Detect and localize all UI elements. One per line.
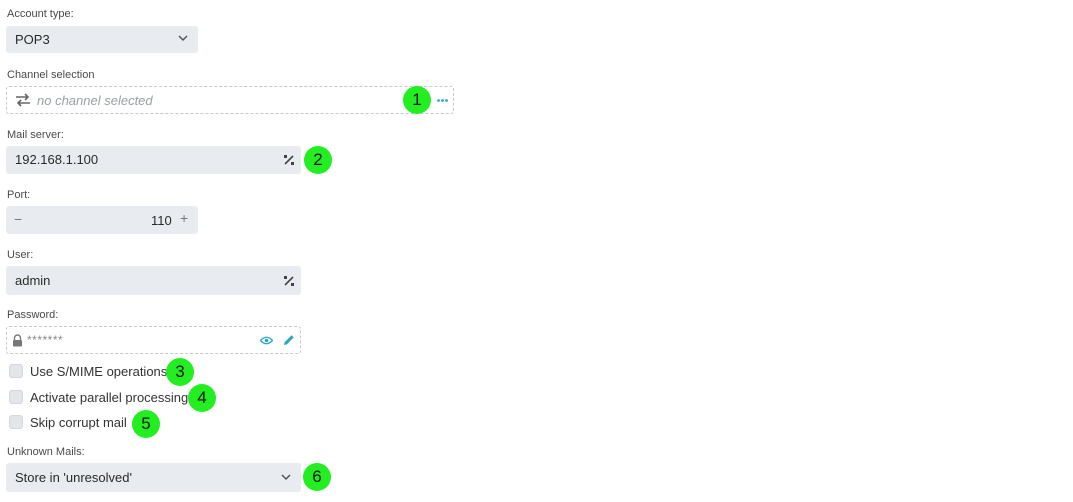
marker-2: 2 bbox=[304, 146, 332, 174]
percent-variable-icon[interactable] bbox=[283, 154, 295, 166]
marker-1: 1 bbox=[403, 86, 431, 114]
chevron-down-icon bbox=[178, 35, 188, 42]
password-field[interactable]: ******* bbox=[6, 326, 301, 354]
channel-placeholder: no channel selected bbox=[37, 93, 153, 108]
port-decrement-button[interactable]: − bbox=[14, 211, 23, 227]
port-increment-button[interactable]: + bbox=[180, 210, 189, 226]
percent-variable-icon[interactable] bbox=[283, 275, 295, 287]
unknown-mails-select[interactable]: Store in 'unresolved' bbox=[6, 463, 301, 492]
account-type-select[interactable]: POP3 bbox=[6, 26, 198, 53]
skip-corrupt-mail-checkbox[interactable] bbox=[9, 415, 23, 429]
smime-checkbox[interactable] bbox=[9, 364, 23, 378]
account-type-value: POP3 bbox=[15, 32, 50, 47]
pencil-icon[interactable] bbox=[283, 334, 295, 346]
mail-server-label: Mail server: bbox=[7, 129, 64, 141]
user-input[interactable]: admin bbox=[6, 266, 301, 295]
swap-arrows-icon bbox=[15, 93, 31, 107]
port-value: 110 bbox=[151, 213, 172, 228]
unknown-mails-label: Unknown Mails: bbox=[7, 446, 85, 458]
marker-3: 3 bbox=[166, 358, 194, 386]
lock-icon bbox=[12, 334, 23, 347]
channel-selection-label: Channel selection bbox=[7, 69, 95, 81]
skip-corrupt-mail-checkbox-label: Skip corrupt mail bbox=[30, 415, 127, 430]
marker-6: 6 bbox=[303, 463, 331, 491]
channel-selection-field[interactable]: no channel selected bbox=[6, 86, 454, 114]
parallel-processing-checkbox-label: Activate parallel processing bbox=[30, 390, 189, 405]
eye-icon[interactable] bbox=[260, 336, 273, 345]
port-stepper[interactable]: − 110 + bbox=[6, 206, 198, 234]
chevron-down-icon bbox=[281, 474, 291, 481]
user-label: User: bbox=[7, 249, 34, 261]
password-label: Password: bbox=[7, 309, 59, 321]
password-value: ******* bbox=[27, 333, 64, 347]
parallel-processing-checkbox[interactable] bbox=[9, 390, 23, 404]
mail-server-value: 192.168.1.100 bbox=[15, 152, 99, 167]
user-value: admin bbox=[15, 273, 51, 288]
smime-checkbox-label: Use S/MIME operations bbox=[30, 364, 168, 379]
more-dots-icon[interactable] bbox=[437, 99, 448, 102]
account-type-label: Account type: bbox=[7, 8, 74, 20]
port-label: Port: bbox=[7, 189, 31, 201]
unknown-mails-value: Store in 'unresolved' bbox=[15, 470, 132, 485]
marker-5: 5 bbox=[132, 410, 160, 438]
mail-server-input[interactable]: 192.168.1.100 bbox=[6, 146, 301, 174]
marker-4: 4 bbox=[188, 384, 216, 412]
